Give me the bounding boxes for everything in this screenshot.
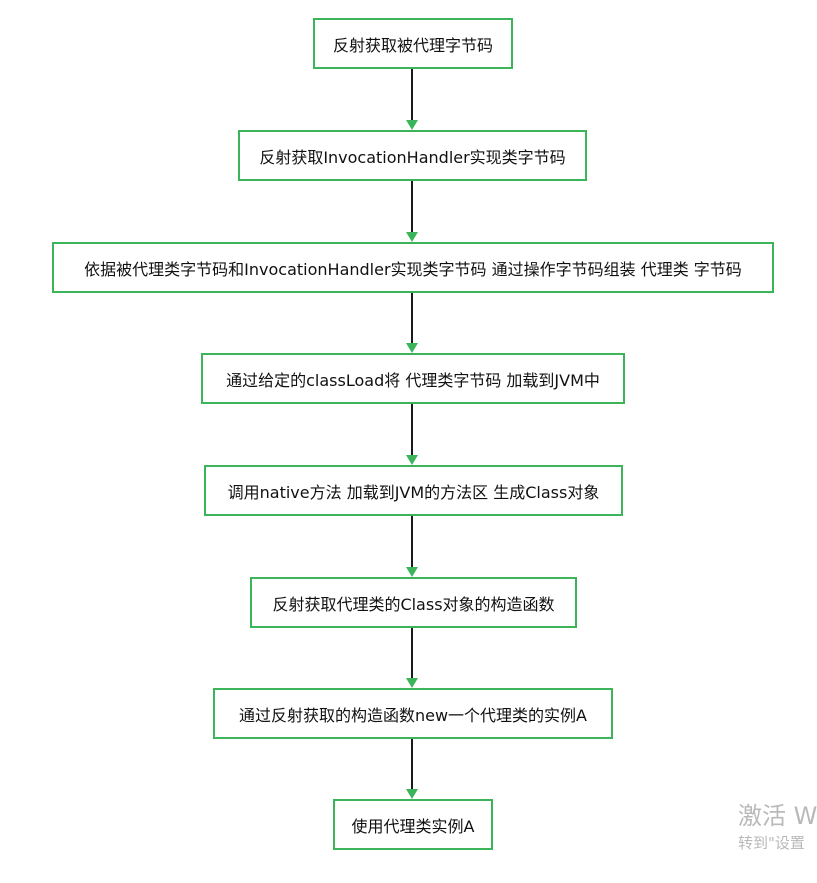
arrow-5-to-6-line: [411, 516, 413, 568]
activation-watermark-subtitle: 转到"设置: [738, 834, 805, 852]
arrow-2-to-3-line: [411, 181, 413, 233]
arrow-1-to-2-line: [411, 69, 413, 121]
arrow-7-to-8-head: [406, 789, 418, 799]
step-3-box: 依据被代理类字节码和InvocationHandler实现类字节码 通过操作字节…: [52, 242, 774, 293]
arrow-2-to-3-head: [406, 232, 418, 242]
step-7-label: 通过反射获取的构造函数new一个代理类的实例A: [238, 705, 588, 725]
activation-watermark-title: 激活 W: [738, 802, 817, 830]
arrow-6-to-7-line: [411, 628, 413, 679]
step-1-label: 反射获取被代理字节码: [332, 35, 493, 55]
step-2-box: 反射获取InvocationHandler实现类字节码: [238, 130, 587, 181]
step-1-box: 反射获取被代理字节码: [313, 18, 513, 69]
arrow-5-to-6-head: [406, 567, 418, 577]
arrow-4-to-5-line: [411, 404, 413, 456]
arrow-6-to-7-head: [406, 678, 418, 688]
step-3-label: 依据被代理类字节码和InvocationHandler实现类字节码 通过操作字节…: [84, 259, 742, 279]
step-4-box: 通过给定的classLoad将 代理类字节码 加载到JVM中: [201, 353, 625, 404]
arrow-3-to-4-line: [411, 293, 413, 344]
step-4-label: 通过给定的classLoad将 代理类字节码 加载到JVM中: [226, 370, 600, 390]
step-2-label: 反射获取InvocationHandler实现类字节码: [259, 147, 566, 167]
arrow-1-to-2-head: [406, 120, 418, 130]
step-6-label: 反射获取代理类的Class对象的构造函数: [272, 594, 555, 614]
step-5-label: 调用native方法 加载到JVM的方法区 生成Class对象: [227, 482, 600, 502]
step-5-box: 调用native方法 加载到JVM的方法区 生成Class对象: [204, 465, 623, 516]
step-7-box: 通过反射获取的构造函数new一个代理类的实例A: [213, 688, 613, 739]
arrow-7-to-8-line: [411, 739, 413, 790]
arrow-4-to-5-head: [406, 455, 418, 465]
arrow-3-to-4-head: [406, 343, 418, 353]
step-6-box: 反射获取代理类的Class对象的构造函数: [250, 577, 577, 628]
step-8-label: 使用代理类实例A: [351, 816, 475, 836]
step-8-box: 使用代理类实例A: [333, 799, 493, 850]
